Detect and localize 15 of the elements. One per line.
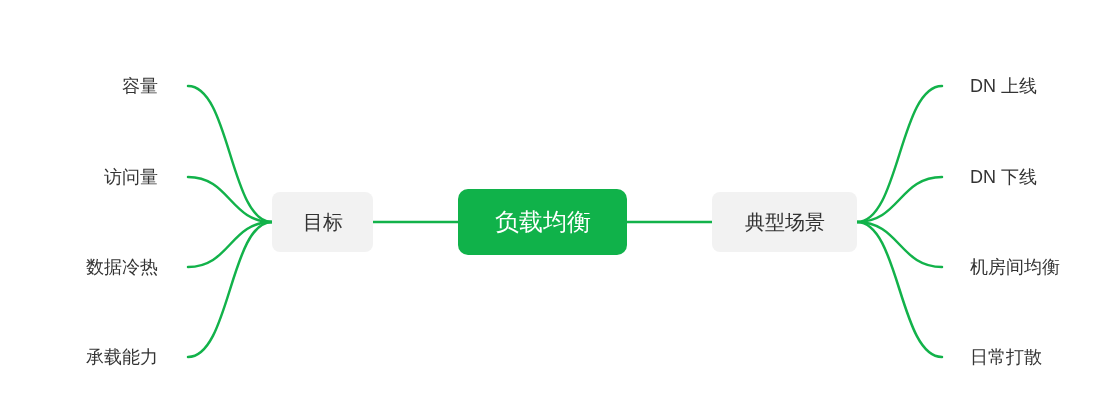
branch-line	[186, 220, 274, 359]
branch-label: 承载能力	[86, 346, 158, 369]
branch-line	[371, 220, 460, 224]
branch-label: 容量	[122, 75, 158, 98]
branch-line	[855, 220, 944, 359]
branch-label: 日常打散	[970, 346, 1042, 369]
branch-label: DN 下线	[970, 166, 1037, 189]
branch-line	[625, 220, 714, 224]
branch-label: DN 上线	[970, 75, 1037, 98]
branch-label: 访问量	[104, 166, 158, 189]
central-topic-box: 负载均衡	[458, 189, 627, 255]
topic-box: 目标	[272, 192, 373, 252]
branch-label: 数据冷热	[86, 256, 158, 279]
topic-box: 典型场景	[712, 192, 857, 252]
branch-label: 机房间均衡	[970, 256, 1060, 279]
